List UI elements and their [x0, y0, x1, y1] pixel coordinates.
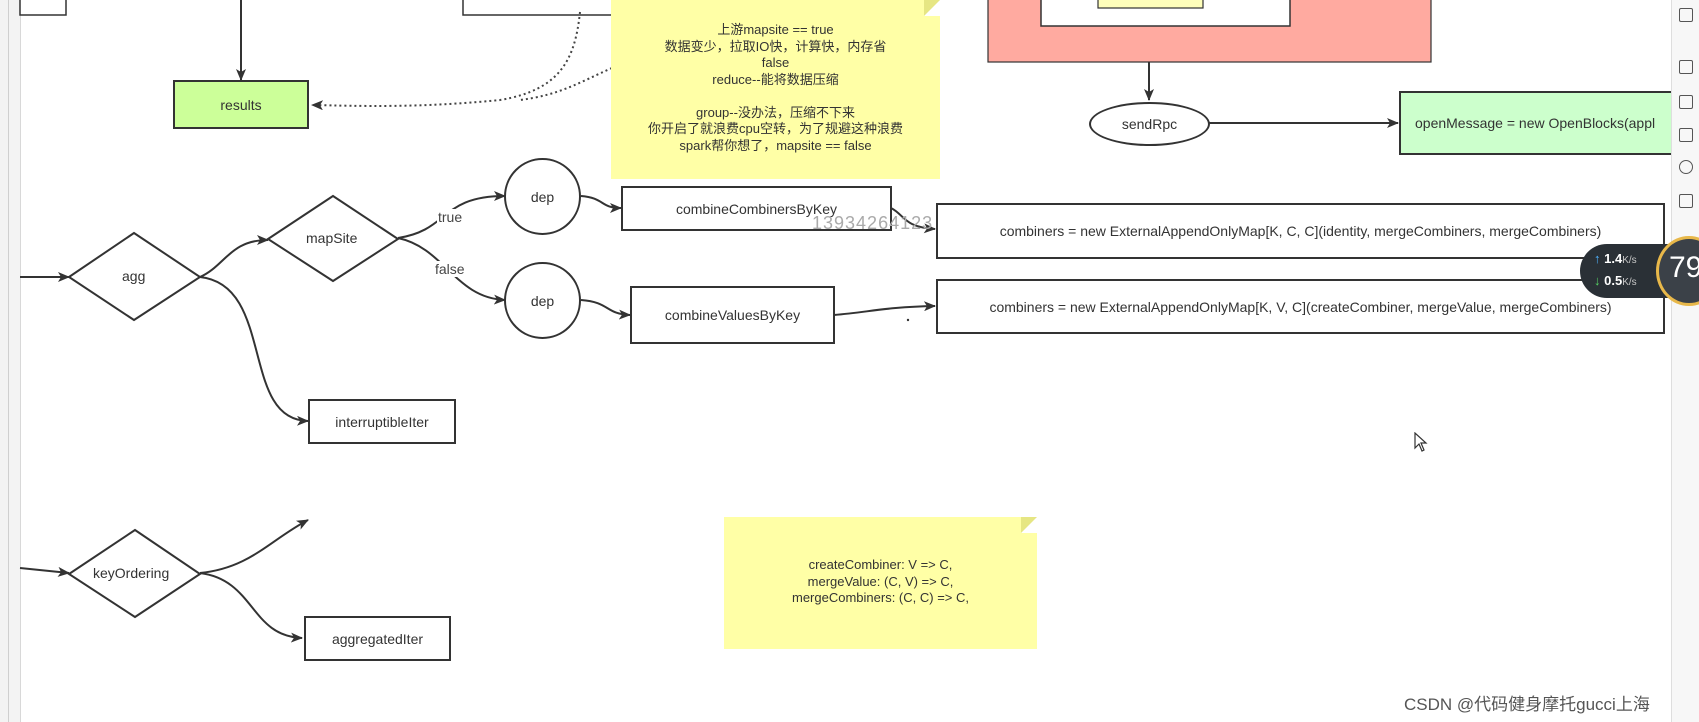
agg-label: agg [122, 268, 146, 284]
note-line: group--没办法，压缩不下来 [696, 104, 855, 120]
gutter-divider [8, 0, 9, 722]
combiners-kvc-node[interactable]: combiners = new ExternalAppendOnlyMap[K,… [936, 279, 1665, 334]
note-line: createCombiner: V => C, [808, 557, 953, 572]
aggregatediter-node[interactable]: aggregatedIter [304, 616, 451, 661]
openmessage-node[interactable]: openMessage = new OpenBlocks(appl [1399, 91, 1671, 155]
up-arrow-icon: ↑ [1594, 251, 1601, 266]
stray-dot [906, 318, 910, 322]
edge-dep-to-cvbk [580, 299, 631, 320]
inner-yellow-box[interactable] [1097, 0, 1204, 9]
undo-icon[interactable] [1679, 160, 1693, 174]
comment-icon[interactable] [1679, 194, 1693, 208]
note-line: spark帮你想了，mapsite == false [679, 137, 872, 153]
page-icon[interactable] [1679, 95, 1693, 109]
edge-keyordering-to-aggregatediter [199, 572, 303, 643]
note-line: reduce--能将数据压缩 [712, 71, 839, 87]
mapsite-diamond[interactable] [266, 194, 400, 283]
dep-true-node[interactable]: dep [504, 158, 581, 235]
edge-dotted-from-note [519, 67, 613, 101]
edge-dep-to-ccbk [580, 195, 622, 213]
combiners-kcc-node[interactable]: combiners = new ExternalAppendOnlyMap[K,… [936, 203, 1665, 259]
results-node[interactable]: results [173, 80, 309, 129]
download-speed-row: ↓ 0.5K/s [1594, 273, 1637, 288]
note-line: 上游mapsite == true [717, 22, 834, 37]
mapsite-label: mapSite [306, 230, 358, 246]
edge-keyordering-up [199, 519, 309, 574]
right-toolbar [1671, 0, 1699, 722]
ghost-phone-number: 13934264123 [812, 213, 934, 233]
true-edge-label: true [437, 209, 464, 225]
note-fold-corner [924, 0, 940, 16]
top-left-box-fragment[interactable] [19, 0, 67, 16]
speed-unit: K/s [1622, 255, 1637, 266]
mapsite-note[interactable]: 上游mapsite == true 数据变少，拉取IO快，计算快，内存省 fal… [611, 0, 940, 179]
note-line [611, 88, 940, 105]
dep-false-node[interactable]: dep [504, 262, 581, 339]
edge-dotted-to-results [311, 11, 581, 111]
csdn-watermark: CSDN @代码健身摩托gucci上海 [1404, 695, 1650, 714]
keyordering-label: keyOrdering [93, 565, 170, 581]
down-arrow-icon: ↓ [1594, 273, 1601, 288]
signature-note[interactable]: createCombiner: V => C, mergeValue: (C, … [724, 517, 1037, 649]
square-icon[interactable] [1679, 128, 1693, 142]
note-line: 数据变少，拉取IO快，计算快，内存省 [664, 38, 887, 54]
note-fold-corner [1021, 517, 1037, 533]
copy-icon[interactable] [1679, 60, 1693, 74]
edge-ccbk-to-combiners [890, 207, 936, 234]
mouse-cursor-icon [1414, 432, 1428, 452]
edge-agg-to-mapsite [199, 235, 269, 278]
sendrpc-node[interactable]: sendRpc [1089, 102, 1210, 146]
keyordering-diamond[interactable] [67, 528, 202, 619]
interruptibleiter-node[interactable]: interruptibleIter [308, 399, 456, 444]
format-icon[interactable] [1679, 8, 1693, 22]
edge-cvbk-to-combiners [833, 301, 936, 316]
agg-diamond[interactable] [67, 231, 202, 322]
note-line: mergeCombiners: (C, C) => C, [792, 590, 969, 605]
note-line: mergeValue: (C, V) => C, [807, 573, 954, 589]
left-panel-gutter [0, 0, 21, 722]
speed-unit: K/s [1622, 277, 1637, 288]
note-line: 你开启了就浪费cpu空转，为了规避这种浪费 [648, 121, 903, 136]
combine-values-by-key-node[interactable]: combineValuesByKey [630, 286, 835, 344]
edge-into-keyordering [19, 566, 70, 577]
false-edge-label: false [434, 261, 466, 277]
upload-speed-row: ↑ 1.4K/s [1594, 251, 1637, 266]
note-line: false [761, 55, 790, 70]
combine-combiners-by-key-node[interactable]: combineCombinersByKey [621, 186, 892, 231]
upload-speed-value: 1.4 [1604, 251, 1623, 266]
edge-agg-to-interruptibleiter [199, 276, 309, 426]
dial-value: 79 [1669, 251, 1699, 284]
download-speed-value: 0.5 [1604, 273, 1623, 288]
